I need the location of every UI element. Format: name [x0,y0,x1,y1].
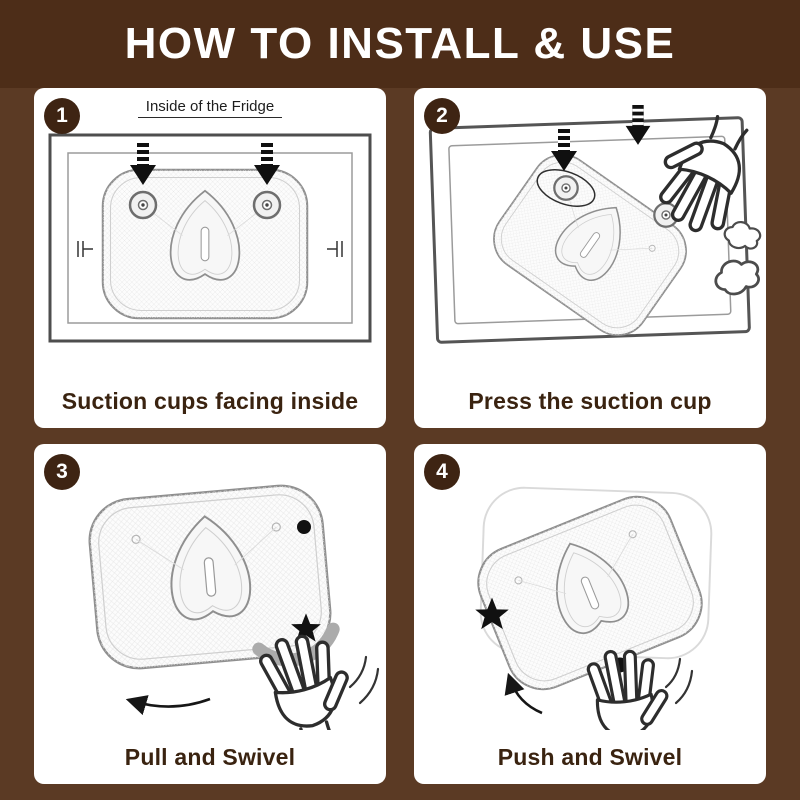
step-1-panel: 1 Inside of the Fridge Suction [34,88,386,428]
step-1-badge: 1 [44,98,80,134]
motion-lines [664,657,694,705]
motion-lines [348,655,380,705]
step-4-caption: Push and Swivel [497,743,683,770]
step-1-caption: Suction cups facing inside [61,387,359,414]
step-4-panel: 4 Push and Swivel [414,444,766,784]
step-1-illustration [34,122,386,374]
step-2-badge: 2 [424,98,460,134]
pivot-dot [297,520,311,534]
page-title: HOW TO INSTALL & USE [124,19,676,68]
step-2-caption: Press the suction cup [468,387,712,414]
tray-icon [101,168,309,320]
step-4-illustration [414,444,766,730]
fridge-inside-label: Inside of the Fridge [34,98,386,122]
step-3-caption: Pull and Swivel [124,743,296,770]
suction-cup-icon [128,190,158,220]
dimension-marks [77,241,343,257]
step-2-illustration [414,88,766,374]
step-3-illustration [34,444,386,730]
title-banner: HOW TO INSTALL & USE [0,0,800,88]
suction-cup-icon [553,175,579,201]
suction-cup-icon [252,190,282,220]
step-3-badge: 3 [44,454,80,490]
highlight-oval [536,169,596,207]
step-2-panel: 2 Press the suction cup [414,88,766,428]
step-3-panel: 3 Pull and Swivel [34,444,386,784]
swivel-arrow-icon [125,695,211,716]
swivel-arrow-icon [504,672,543,715]
steps-grid: 1 Inside of the Fridge Suction [0,88,800,784]
step-4-badge: 4 [424,454,460,490]
